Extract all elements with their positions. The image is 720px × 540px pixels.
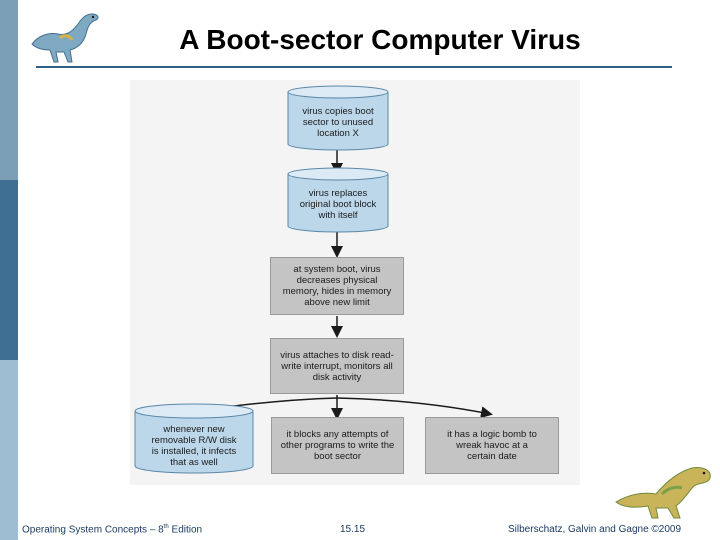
outcome-block-writes: it blocks any attempts of other programs… [271, 417, 404, 474]
left-color-band [0, 0, 18, 540]
disk-cylinder [287, 167, 389, 233]
footer-book-suffix: Edition [168, 524, 203, 536]
disk-cylinder [134, 403, 254, 474]
band-segment [0, 360, 18, 540]
footer-copyright: Silberschatz, Galvin and Gagne ©2009 [508, 524, 682, 535]
step-text: at system boot, virus decreases physical… [282, 264, 392, 308]
arrow-step4-outcome3 [336, 397, 493, 419]
disk-cylinder [287, 85, 389, 151]
outcome-text: it has a logic bomb to wreak havoc at a … [447, 429, 537, 462]
dinosaur-icon [31, 13, 99, 63]
step-text: virus attaches to disk read- write inter… [280, 349, 394, 383]
footer-page-number: 15.15 [340, 524, 366, 535]
band-segment [0, 0, 18, 180]
step-attach-interrupt: virus attaches to disk read- write inter… [270, 338, 404, 394]
slide-title: A Boot-sector Computer Virus [179, 24, 581, 55]
step-replace-boot-block: virus replaces original boot block with … [299, 187, 377, 221]
step-decrease-memory: at system boot, virus decreases physical… [270, 257, 404, 315]
footer-book-prefix: Operating System Concepts – 8 [22, 524, 164, 536]
outcome-infect-removable-disk: whenever new removable R/W disk is insta… [151, 424, 237, 468]
outcome-text: it blocks any attempts of other programs… [280, 429, 395, 462]
outcome-logic-bomb: it has a logic bomb to wreak havoc at a … [425, 417, 559, 474]
footer-book-sup: th [163, 524, 169, 530]
footer-book-title: Operating System Concepts – 8th Edition [22, 524, 202, 535]
band-segment [0, 180, 18, 360]
title-underline [36, 66, 672, 68]
step-copy-boot-sector: virus copies boot sector to unused locat… [302, 105, 374, 139]
dinosaur-icon [615, 467, 711, 519]
